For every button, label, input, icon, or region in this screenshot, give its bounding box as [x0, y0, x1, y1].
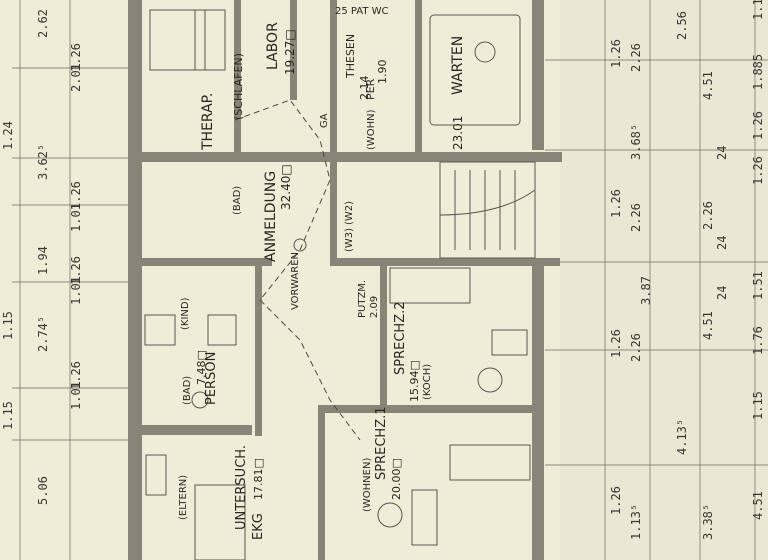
label-bad-upper: (BAD) — [232, 186, 243, 215]
svg-text:1.76: 1.76 — [751, 326, 765, 355]
label-kind: (KIND) — [180, 297, 191, 330]
label-warten-area: 23.01 — [451, 116, 465, 150]
svg-text:1.01: 1.01 — [69, 203, 83, 232]
walls — [128, 0, 562, 560]
svg-text:4.51: 4.51 — [751, 491, 765, 520]
svg-text:1.01: 1.01 — [69, 381, 83, 410]
label-wohnen: (WOHNEN) — [362, 458, 373, 512]
label-ga: GA — [319, 113, 330, 128]
label-wohn-small: (WOHN) — [366, 109, 377, 150]
label-therap: THERAP. — [200, 93, 216, 151]
svg-text:3.62⁵: 3.62⁵ — [36, 144, 50, 180]
svg-text:1.26: 1.26 — [609, 486, 623, 515]
label-pat-wc: 25 PAT WC — [335, 6, 389, 17]
svg-text:2.74⁵: 2.74⁵ — [36, 316, 50, 352]
svg-text:24: 24 — [715, 146, 729, 160]
svg-text:4.51: 4.51 — [701, 311, 715, 340]
svg-text:1.01: 1.01 — [69, 276, 83, 305]
svg-text:1.15: 1.15 — [1, 401, 15, 430]
label-warten: WARTEN — [450, 36, 466, 95]
svg-text:3.68⁵: 3.68⁵ — [629, 124, 643, 160]
svg-text:1.26: 1.26 — [69, 361, 83, 390]
label-labor: LABOR — [265, 22, 281, 70]
label-putzm-area: 2.09 — [369, 296, 380, 318]
dimension-lines-right — [545, 0, 768, 560]
label-sprechz1-area: 20.00□ — [390, 458, 403, 500]
label-thesen-area: 2.14 — [358, 76, 371, 101]
svg-text:1.94: 1.94 — [36, 246, 50, 275]
svg-text:24: 24 — [715, 236, 729, 250]
svg-text:1.24: 1.24 — [1, 121, 15, 150]
label-per-area: 1.90 — [376, 60, 389, 85]
label-per: PER — [364, 78, 377, 100]
svg-text:1.26: 1.26 — [609, 39, 623, 68]
label-koch: (KOCH) — [422, 364, 433, 400]
svg-text:2.56: 2.56 — [675, 11, 689, 40]
svg-text:1.15: 1.15 — [1, 311, 15, 340]
label-person-area: 7.48□ — [195, 350, 208, 385]
svg-text:2.01: 2.01 — [69, 63, 83, 92]
dimension-lines-left — [12, 0, 140, 560]
svg-text:1.26: 1.26 — [609, 329, 623, 358]
svg-text:3.87: 3.87 — [639, 276, 653, 305]
svg-text:1.26: 1.26 — [751, 111, 765, 140]
label-untersuch: UNTERSUCH. — [234, 445, 249, 530]
label-schlafen: (SCHLAFEN) — [232, 53, 245, 120]
label-untersuch-area: 17.81□ — [252, 458, 265, 500]
dimension-labels-right: 2.56 1.26 2.26 4.51 3.68⁵ 24 1.26 2.26 2… — [609, 0, 765, 540]
svg-text:1.26: 1.26 — [609, 189, 623, 218]
label-eltern: (ELTERN) — [178, 475, 189, 520]
dimension-labels-left: 2.62 1.26 2.01 3.62⁵ 1.26 1.01 1.94 1.26… — [1, 9, 83, 505]
staircase — [439, 161, 536, 259]
svg-text:1.13⁵: 1.13⁵ — [629, 504, 643, 540]
svg-text:2.26: 2.26 — [629, 203, 643, 232]
svg-text:24: 24 — [715, 286, 729, 300]
svg-text:1.26: 1.26 — [69, 256, 83, 285]
label-thesen: THESEN — [344, 34, 357, 79]
svg-text:1.26: 1.26 — [751, 156, 765, 185]
svg-text:1.13: 1.13 — [751, 0, 765, 20]
svg-text:1.26: 1.26 — [69, 181, 83, 210]
svg-text:3.38⁵: 3.38⁵ — [701, 504, 715, 540]
room-labels: LABOR 19.27□ (SCHLAFEN) THERAP. THESEN 2… — [178, 6, 466, 540]
label-w3: (W3) — [344, 228, 355, 252]
label-person: PERSON — [204, 352, 219, 405]
label-anmeldung: ANMELDUNG — [263, 171, 279, 262]
label-sprechz2: SPRECHZ.2 — [393, 302, 408, 376]
label-sprechz1: SPRECHZ.1 — [374, 407, 389, 481]
svg-text:2.26: 2.26 — [629, 333, 643, 362]
svg-text:1.15: 1.15 — [751, 391, 765, 420]
label-bad-lower: (BAD) — [182, 376, 193, 405]
svg-text:2.26: 2.26 — [629, 43, 643, 72]
svg-text:1.885: 1.885 — [751, 54, 765, 90]
paper-shade — [560, 0, 768, 560]
circulation-path — [234, 99, 361, 441]
label-w2: (W2) — [344, 201, 355, 225]
svg-text:2.26: 2.26 — [701, 201, 715, 230]
label-labor-area: 19.27□ — [283, 29, 297, 75]
svg-text:4.13⁵: 4.13⁵ — [675, 419, 689, 455]
label-anmeldung-area: 32.40□ — [279, 164, 293, 210]
label-putzm: PUTZM. — [357, 280, 368, 318]
label-ekg: EKG — [251, 513, 266, 540]
svg-text:4.51: 4.51 — [701, 71, 715, 100]
label-vorwaren: VORWAREN — [290, 252, 301, 310]
furniture — [144, 9, 531, 560]
svg-text:1.26: 1.26 — [69, 43, 83, 72]
svg-text:5.06: 5.06 — [36, 476, 50, 505]
svg-text:2.62: 2.62 — [36, 9, 50, 38]
label-sprechz2-area: 15.94□ — [408, 360, 421, 402]
svg-text:1.51: 1.51 — [751, 271, 765, 300]
